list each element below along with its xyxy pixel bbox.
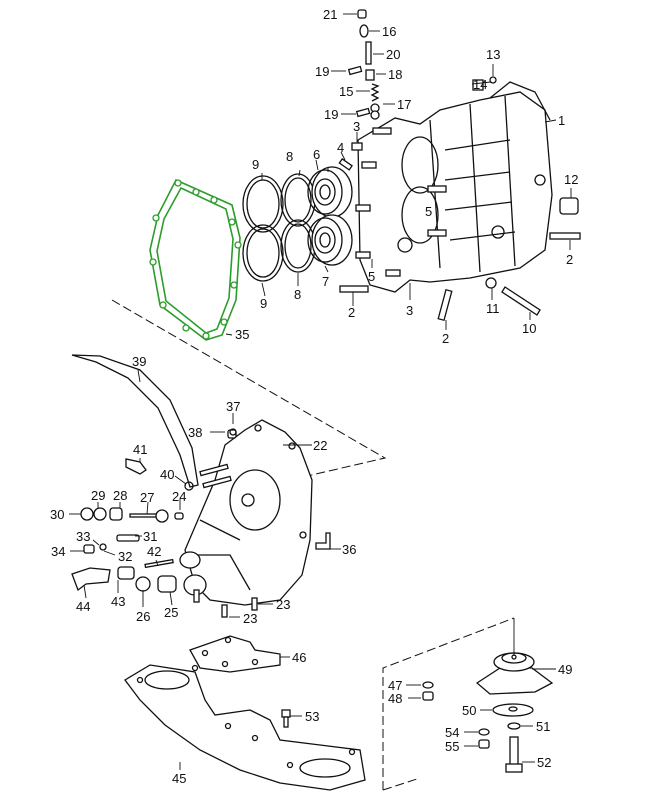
callout-42[interactable]: 42 — [147, 544, 162, 559]
callout-24[interactable]: 24 — [172, 489, 187, 504]
callout-53[interactable]: 53 — [305, 709, 320, 724]
callout-7[interactable]: 7 — [322, 274, 330, 289]
callout-6[interactable]: 6 — [313, 147, 321, 162]
callout-51[interactable]: 51 — [536, 719, 551, 734]
callout-4[interactable]: 4 — [337, 140, 345, 155]
bearing-6[interactable] — [307, 166, 353, 218]
callout-5-lower[interactable]: 5 — [368, 269, 376, 284]
callout-1[interactable]: 1 — [558, 113, 566, 128]
callout-31[interactable]: 31 — [143, 529, 158, 544]
callout-50[interactable]: 50 — [462, 703, 477, 718]
callout-37[interactable]: 37 — [226, 399, 241, 414]
bearing-7[interactable] — [307, 214, 353, 266]
transmission-housing-1[interactable] — [357, 81, 553, 293]
snap-rings-9[interactable] — [242, 175, 284, 282]
callout-25[interactable]: 25 — [164, 605, 179, 620]
callout-49[interactable]: 49 — [558, 662, 573, 677]
cover-plate-46[interactable] — [189, 635, 281, 673]
callout-11[interactable]: 11 — [486, 301, 500, 316]
callout-3-upper[interactable]: 3 — [353, 119, 361, 134]
callout-15[interactable]: 15 — [339, 84, 354, 99]
callout-21[interactable]: 21 — [323, 7, 338, 22]
callout-9-lower[interactable]: 9 — [260, 296, 268, 311]
dashed-boundary-lines — [111, 299, 515, 791]
callout-5-mid[interactable]: 5 — [425, 204, 433, 219]
callout-3-lower[interactable]: 3 — [406, 303, 414, 318]
callout-19-upper[interactable]: 19 — [315, 64, 330, 79]
callout-32[interactable]: 32 — [118, 549, 133, 564]
crossmember-45[interactable] — [124, 664, 366, 791]
bellhousing-22[interactable] — [179, 419, 313, 618]
callout-2-right[interactable]: 2 — [566, 252, 574, 267]
callout-43[interactable]: 43 — [111, 594, 126, 609]
callout-38[interactable]: 38 — [188, 425, 203, 440]
callout-36[interactable]: 36 — [342, 542, 357, 557]
callout-19-lower[interactable]: 19 — [324, 107, 339, 122]
callout-28[interactable]: 28 — [113, 488, 128, 503]
callout-23-left[interactable]: 23 — [243, 611, 258, 626]
studs[interactable] — [339, 127, 581, 322]
strap-39[interactable] — [71, 354, 199, 488]
callout-48[interactable]: 48 — [388, 691, 403, 706]
callout-35[interactable]: 35 — [235, 327, 250, 342]
callout-33[interactable]: 33 — [76, 529, 91, 544]
callout-16[interactable]: 16 — [382, 24, 397, 39]
callout-45[interactable]: 45 — [172, 771, 187, 786]
callout-26[interactable]: 26 — [136, 609, 151, 624]
callout-2-bottom[interactable]: 2 — [442, 331, 450, 346]
callout-34[interactable]: 34 — [51, 544, 66, 559]
callout-30[interactable]: 30 — [50, 507, 65, 522]
callout-23-right[interactable]: 23 — [276, 597, 291, 612]
callout-2-left[interactable]: 2 — [348, 305, 356, 320]
engine-mount-49[interactable] — [475, 618, 554, 695]
callout-27[interactable]: 27 — [140, 490, 155, 505]
gasket-35[interactable] — [149, 178, 242, 341]
callout-54[interactable]: 54 — [445, 725, 460, 740]
callout-14[interactable]: 14 — [473, 77, 488, 92]
shaft-10[interactable] — [501, 286, 541, 316]
snap-rings-8[interactable] — [280, 173, 316, 273]
callout-52[interactable]: 52 — [537, 755, 552, 770]
callout-13[interactable]: 13 — [486, 47, 501, 62]
callout-29[interactable]: 29 — [91, 488, 106, 503]
callout-40[interactable]: 40 — [160, 467, 175, 482]
callout-8-lower[interactable]: 8 — [294, 287, 302, 302]
callout-12[interactable]: 12 — [564, 172, 579, 187]
callout-55[interactable]: 55 — [445, 739, 460, 754]
callout-39[interactable]: 39 — [132, 354, 147, 369]
callout-46[interactable]: 46 — [292, 650, 307, 665]
detent-parts[interactable] — [338, 9, 497, 171]
callout-41[interactable]: 41 — [133, 442, 148, 457]
callout-22[interactable]: 22 — [313, 438, 328, 453]
callout-9-upper[interactable]: 9 — [252, 157, 260, 172]
callout-20[interactable]: 20 — [386, 47, 401, 62]
leader-lines — [69, 13, 572, 770]
mount-parts-50-55[interactable] — [422, 681, 534, 773]
callout-17[interactable]: 17 — [397, 97, 412, 112]
callout-18[interactable]: 18 — [388, 67, 403, 82]
callout-44[interactable]: 44 — [76, 599, 91, 614]
plug-12[interactable] — [559, 197, 579, 215]
callout-47[interactable]: 47 — [388, 678, 403, 693]
washer-11[interactable] — [485, 277, 497, 289]
bolt-53[interactable] — [281, 709, 291, 728]
callout-8-upper[interactable]: 8 — [286, 149, 294, 164]
callout-10[interactable]: 10 — [522, 321, 537, 336]
